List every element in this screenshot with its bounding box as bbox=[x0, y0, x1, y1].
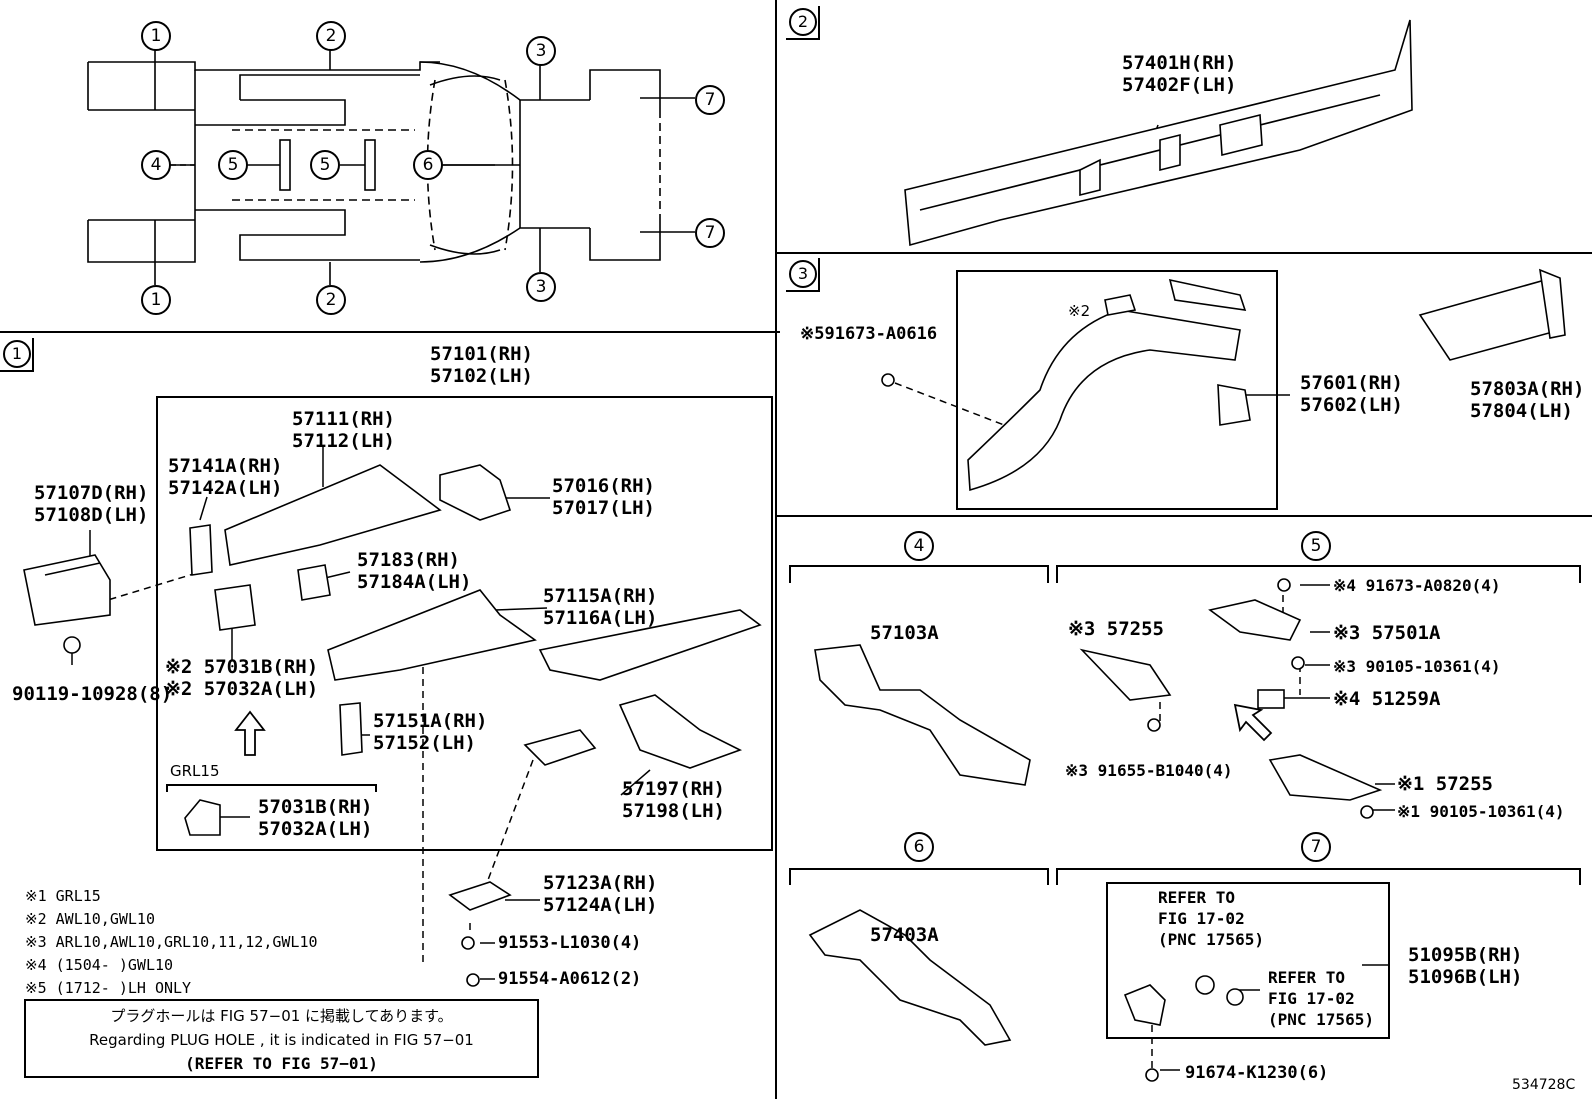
floor-plan bbox=[87, 48, 695, 285]
label-57501: ※3 57501A bbox=[1333, 622, 1441, 644]
label-90105-s3: ※3 90105-10361(4) bbox=[1333, 657, 1501, 676]
section-1-label: 1 bbox=[0, 338, 34, 372]
label-57402: 57402F(LH) bbox=[1122, 74, 1237, 96]
label-57031: ※2 57031B(RH) bbox=[165, 656, 319, 678]
refer1-line2: FIG 17-02 bbox=[1158, 909, 1245, 928]
label-57102: 57102(LH) bbox=[430, 365, 533, 387]
refer2-line1: REFER TO bbox=[1268, 968, 1346, 987]
refer2-line2: FIG 17-02 bbox=[1268, 989, 1355, 1008]
note-4: ※4 (1504- )GWL10 bbox=[25, 956, 174, 974]
label-grl15: GRL15 bbox=[170, 762, 220, 780]
overview-callout-7-bottom: 7 bbox=[695, 218, 725, 248]
label-91655: ※3 91655-B1040(4) bbox=[1065, 761, 1233, 780]
label-90119: 90119-10928(8) bbox=[12, 683, 173, 705]
label-91673-a0616: ※591673-A0616 bbox=[800, 324, 938, 344]
section-4-callout: 4 bbox=[904, 531, 934, 561]
label-57031b: 57031B(RH) bbox=[258, 796, 373, 818]
label-57107: 57107D(RH) bbox=[34, 482, 149, 504]
label-57108: 57108D(LH) bbox=[34, 504, 149, 526]
label-57151: 57151A(RH) bbox=[373, 710, 488, 732]
overview-callout-5-left: 5 bbox=[218, 150, 248, 180]
overview-callout-2-top: 2 bbox=[316, 21, 346, 51]
label-57103: 57103A bbox=[870, 622, 939, 644]
label-91553: 91553-L1030(4) bbox=[498, 933, 642, 953]
label-57152: 57152(LH) bbox=[373, 732, 476, 754]
label-57016: 57016(RH) bbox=[552, 475, 655, 497]
section-3-label: 3 bbox=[786, 258, 820, 292]
label-57803: 57803A(RH) bbox=[1470, 378, 1585, 400]
label-57123: 57123A(RH) bbox=[543, 872, 658, 894]
label-57112: 57112(LH) bbox=[292, 430, 395, 452]
label-57184: 57184A(LH) bbox=[357, 571, 472, 593]
overview-callout-1-top: 1 bbox=[141, 21, 171, 51]
refer1-line1: REFER TO bbox=[1158, 888, 1236, 907]
label-57141: 57141A(RH) bbox=[168, 455, 283, 477]
label-91674: 91674-K1230(6) bbox=[1185, 1063, 1329, 1083]
label-57032: ※2 57032A(LH) bbox=[165, 678, 319, 700]
refer-to-fig-2: REFER TO FIG 17-02 (PNC 17565) bbox=[1268, 967, 1374, 1030]
label-57602: 57602(LH) bbox=[1300, 394, 1403, 416]
label-57804: 57804(LH) bbox=[1470, 400, 1573, 422]
label-57115: 57115A(RH) bbox=[543, 585, 658, 607]
overview-callout-4: 4 bbox=[141, 150, 171, 180]
plug-hole-note: プラグホールは FIG 57−01 に掲載してあります。 Regarding P… bbox=[25, 1004, 538, 1076]
refer2-line3: (PNC 17565) bbox=[1268, 1010, 1374, 1029]
label-57403: 57403A bbox=[870, 924, 939, 946]
label-57101: 57101(RH) bbox=[430, 343, 533, 365]
label-57601: 57601(RH) bbox=[1300, 372, 1403, 394]
overview-callout-6: 6 bbox=[413, 150, 443, 180]
label-57116: 57116A(LH) bbox=[543, 607, 658, 629]
label-91554: 91554-A0612(2) bbox=[498, 969, 642, 989]
label-57032b: 57032A(LH) bbox=[258, 818, 373, 840]
plug-note-jp: プラグホールは FIG 57−01 に掲載してあります。 bbox=[110, 1007, 453, 1025]
label-57197: 57197(RH) bbox=[622, 778, 725, 800]
section-7-callout: 7 bbox=[1301, 832, 1331, 862]
refer1-line3: (PNC 17565) bbox=[1158, 930, 1264, 949]
section-2-label: 2 bbox=[786, 6, 820, 40]
plug-note-ref: (REFER TO FIG 57−01) bbox=[185, 1054, 378, 1073]
label-57401: 57401H(RH) bbox=[1122, 52, 1237, 74]
overview-callout-3-bottom: 3 bbox=[526, 272, 556, 302]
label-51096: 51096B(LH) bbox=[1408, 966, 1523, 988]
note-2: ※2 AWL10,GWL10 bbox=[25, 910, 155, 928]
note-1: ※1 GRL15 bbox=[25, 887, 101, 905]
section-5-callout: 5 bbox=[1301, 531, 1331, 561]
label-57142: 57142A(LH) bbox=[168, 477, 283, 499]
illustration-code: 534728C bbox=[1512, 1077, 1576, 1093]
note-3: ※3 ARL10,AWL10,GRL10,11,12,GWL10 bbox=[25, 933, 318, 951]
label-91673-a0820: ※4 91673-A0820(4) bbox=[1333, 576, 1501, 595]
label-57198: 57198(LH) bbox=[622, 800, 725, 822]
plug-note-en: Regarding PLUG HOLE , it is indicated in… bbox=[89, 1031, 474, 1049]
label-51259: ※4 51259A bbox=[1333, 688, 1441, 710]
label-57017: 57017(LH) bbox=[552, 497, 655, 519]
note-5: ※5 (1712- )LH ONLY bbox=[25, 979, 192, 997]
overview-callout-3-top: 3 bbox=[526, 36, 556, 66]
applicability-notes: ※1 GRL15 ※2 AWL10,GWL10 ※3 ARL10,AWL10,G… bbox=[25, 885, 318, 1000]
overview-callout-2-bottom: 2 bbox=[316, 285, 346, 315]
overview-callout-5-right: 5 bbox=[310, 150, 340, 180]
label-57255-s3: ※3 57255 bbox=[1068, 618, 1164, 640]
overview-callout-7-top: 7 bbox=[695, 85, 725, 115]
label-51095: 51095B(RH) bbox=[1408, 944, 1523, 966]
label-57124: 57124A(LH) bbox=[543, 894, 658, 916]
section-6-callout: 6 bbox=[904, 832, 934, 862]
refer-to-fig-1: REFER TO FIG 17-02 (PNC 17565) bbox=[1158, 887, 1264, 950]
overview-callout-1-bottom: 1 bbox=[141, 285, 171, 315]
label-90105-s1: ※1 90105-10361(4) bbox=[1397, 802, 1565, 821]
label-57111: 57111(RH) bbox=[292, 408, 395, 430]
label-57255-s1: ※1 57255 bbox=[1397, 773, 1493, 795]
label-note2-s3: ※2 bbox=[1068, 302, 1091, 320]
label-57183: 57183(RH) bbox=[357, 549, 460, 571]
